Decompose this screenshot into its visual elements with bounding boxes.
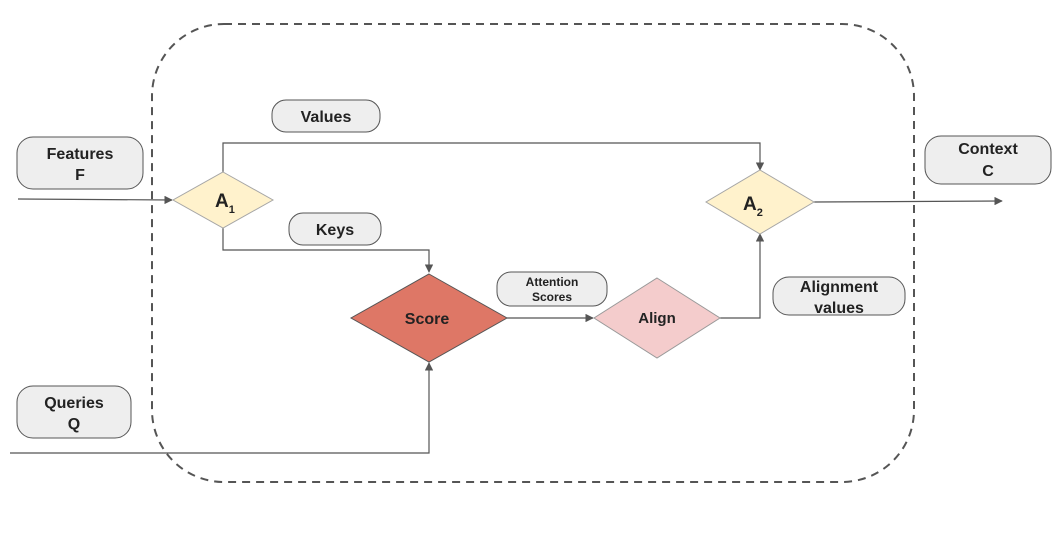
- edge-features-to-a1: [17, 195, 173, 205]
- svg-text:A2: A2: [743, 194, 763, 219]
- keys-pill: Keys: [288, 212, 382, 246]
- context-pill: Context C: [924, 135, 1052, 185]
- context-symbol: C: [982, 163, 994, 180]
- context-label: Context: [958, 141, 1018, 158]
- svg-text:A1: A1: [215, 191, 235, 216]
- alignment-values-pill: Alignment values: [772, 276, 906, 317]
- attention-scores-label-line1: Attention: [526, 275, 579, 289]
- queries-symbol: Q: [68, 416, 80, 433]
- align-node: Align: [593, 277, 721, 359]
- features-label: Features: [47, 146, 114, 163]
- a2-subscript: 2: [757, 207, 763, 219]
- alignment-values-label-line2: values: [814, 300, 864, 317]
- features-symbol: F: [75, 167, 85, 184]
- edge-a1-values-to-a2: [222, 142, 765, 172]
- attention-module-boundary: [151, 23, 915, 483]
- attention-scores-label-line2: Scores: [532, 290, 572, 304]
- attention-scores-pill: Attention Scores: [496, 271, 608, 307]
- values-pill: Values: [271, 99, 381, 133]
- a1-letter: A: [215, 191, 229, 212]
- a2-letter: A: [743, 194, 757, 215]
- alignment-values-label-line1: Alignment: [800, 279, 879, 296]
- queries-label: Queries: [44, 395, 104, 412]
- align-label: Align: [638, 310, 676, 327]
- edge-a1-keys-to-score: [222, 228, 434, 273]
- features-pill: Features F: [16, 136, 144, 190]
- keys-label: Keys: [316, 222, 354, 239]
- edge-queries-to-score: [10, 362, 434, 454]
- a2-gate-node: A2: [705, 169, 815, 235]
- values-label: Values: [301, 109, 352, 126]
- edges: [10, 142, 1003, 454]
- edge-align-to-a2: [720, 233, 765, 319]
- score-label: Score: [405, 311, 450, 328]
- queries-pill: Queries Q: [16, 385, 132, 439]
- score-node: Score: [349, 273, 509, 363]
- a1-subscript: 1: [229, 204, 235, 216]
- edge-a2-to-context: [813, 196, 1003, 206]
- a1-gate-node: A1: [171, 171, 275, 229]
